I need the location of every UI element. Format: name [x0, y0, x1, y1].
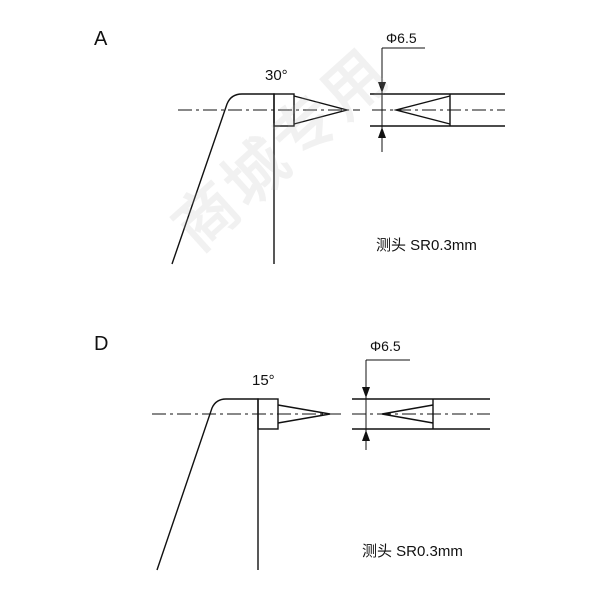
panel-a-tip-angle: 30°: [265, 67, 288, 84]
panel-a-arrow-bottom: [378, 127, 386, 138]
panel-d-arrow-top: [362, 387, 370, 398]
panel-a-end-view: [370, 47, 505, 152]
panel-d-jaw-outline: [156, 398, 259, 571]
panel-a-jaw-outline: [171, 93, 275, 265]
panel-d-arrow-bottom: [362, 430, 370, 441]
panel-a-arrow-top: [378, 82, 386, 93]
panel-a-side-view: [171, 93, 360, 265]
panel-d-end-view: [352, 359, 490, 450]
panel-a-probe-note: 测头 SR0.3mm: [376, 237, 477, 254]
panel-d-conical-tip: [277, 404, 331, 424]
panel-a-anvil-body: [273, 93, 295, 127]
panel-d-tip-angle: 15°: [252, 372, 275, 389]
panel-d-end-cone: [381, 404, 434, 424]
panel-d-probe-note: 测头 SR0.3mm: [362, 543, 463, 560]
panel-a-diameter-label: Φ6.5: [386, 30, 417, 46]
panel-d-letter: D: [94, 333, 109, 355]
panel-a-conical-tip: [293, 95, 350, 125]
panel-d-anvil-body: [257, 398, 279, 430]
panel-a-letter: A: [94, 28, 108, 50]
panel-a-end-cone: [393, 95, 451, 125]
panel-d-diameter-label: Φ6.5: [370, 338, 401, 354]
panel-d-side-view: [152, 398, 345, 571]
